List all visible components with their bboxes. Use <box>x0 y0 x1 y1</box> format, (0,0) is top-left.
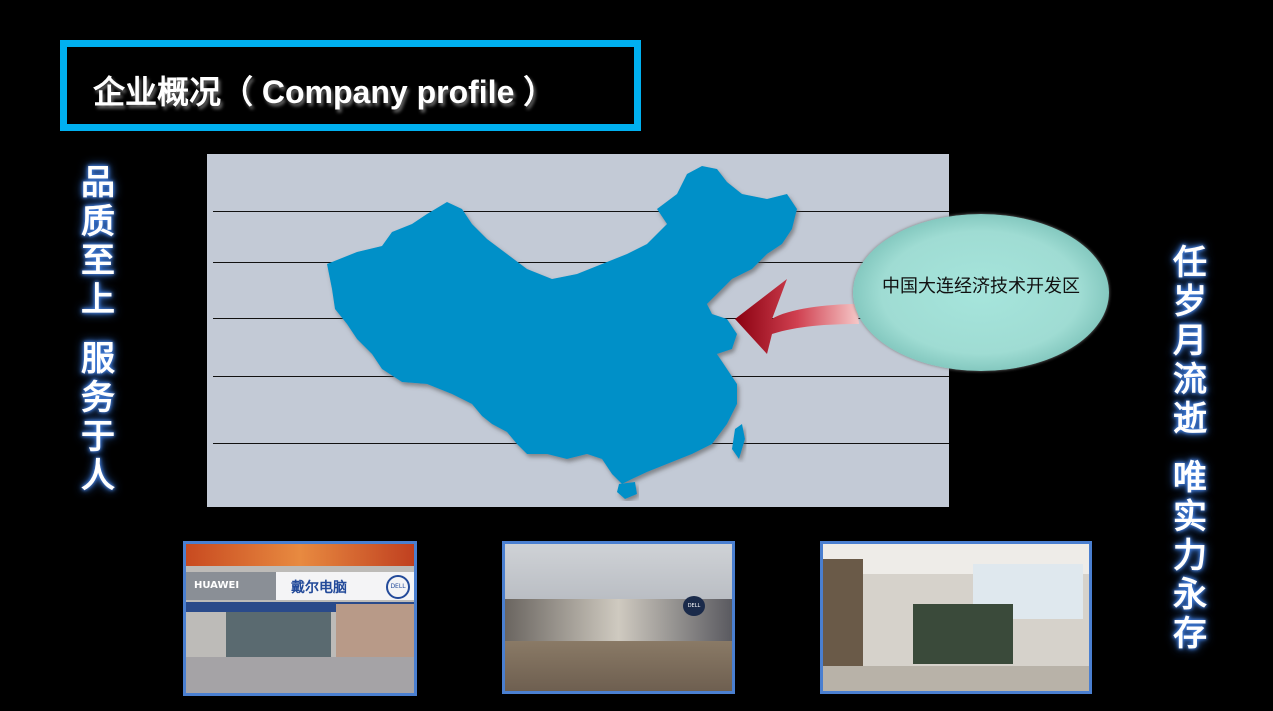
right-slogan: 任岁月流逝唯实力永存 <box>1170 244 1210 654</box>
title-box: 企业概况（ Company profile ） <box>60 40 641 131</box>
huawei-sign: HUAWEI <box>186 572 279 600</box>
china-map <box>327 166 797 499</box>
dell-logo: DELL <box>683 596 705 616</box>
slogan-char: 逝 <box>1173 399 1207 439</box>
slogan-char: 品 <box>81 163 115 203</box>
location-bubble: 中国大连经济技术开发区 <box>853 214 1109 371</box>
slogan-char: 至 <box>81 241 115 281</box>
slogan-char <box>78 320 118 340</box>
location-label: 中国大连经济技术开发区 <box>882 276 1080 297</box>
slogan-char: 岁 <box>1173 282 1207 322</box>
slogan-char: 服 <box>81 339 115 379</box>
divider-line <box>213 262 949 263</box>
slogan-char: 任 <box>1173 243 1207 283</box>
slogan-char: 力 <box>1173 536 1207 576</box>
slogan-char <box>1170 439 1210 459</box>
slogan-char: 唯 <box>1173 458 1207 498</box>
page-title: 企业概况（ Company profile ） <box>93 74 556 110</box>
dell-store-sign: 戴尔电脑 <box>291 580 347 596</box>
slogan-char: 上 <box>81 280 115 320</box>
left-slogan: 品质至上服务于人 <box>78 164 118 496</box>
dell-logo: DELL <box>386 575 410 599</box>
arrow-pointer <box>735 279 859 354</box>
divider-line <box>213 211 949 212</box>
slogan-char: 存 <box>1173 614 1207 654</box>
slogan-char: 人 <box>81 456 115 496</box>
storefront-photo: HUAWEI 戴尔电脑 DELL <box>183 541 417 696</box>
slogan-char: 质 <box>81 202 115 242</box>
office-photo <box>820 541 1092 694</box>
slogan-char: 务 <box>81 378 115 418</box>
showroom-photo: DELL <box>502 541 735 694</box>
map-panel <box>207 154 949 507</box>
slogan-char: 于 <box>81 417 115 457</box>
slogan-char: 月 <box>1173 321 1207 361</box>
slogan-char: 实 <box>1173 497 1207 537</box>
slogan-char: 永 <box>1173 575 1207 615</box>
slogan-char: 流 <box>1173 360 1207 400</box>
